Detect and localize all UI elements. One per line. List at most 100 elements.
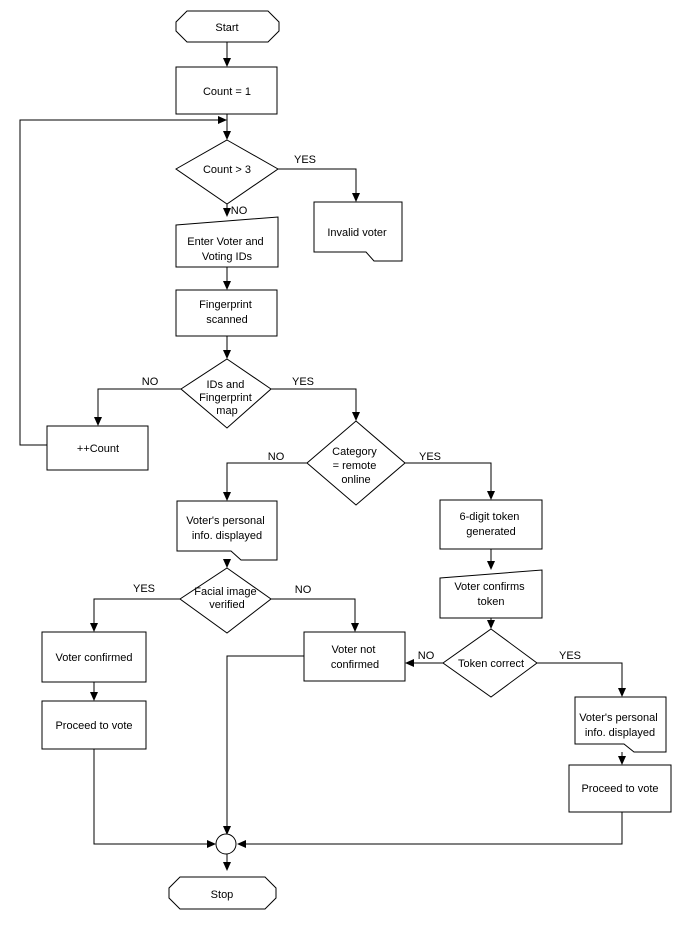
voter-not-confirmed-box: Voter not confirmed xyxy=(303,631,406,682)
arrowhead xyxy=(487,620,495,629)
branch-labels: YES NO NO YES NO YES YES NO NO YES xyxy=(133,154,581,662)
arrowhead xyxy=(618,756,626,765)
facial-yes-label: YES xyxy=(133,583,155,595)
voter-confirms-line-1: Voter confirms xyxy=(454,581,525,593)
personal-info-right-box: Voter's personal info. displayed xyxy=(574,696,667,753)
arrowhead xyxy=(223,559,231,568)
arrowhead xyxy=(223,350,231,359)
count-init-label: Count = 1 xyxy=(203,86,251,98)
arrowhead xyxy=(352,193,360,202)
arrowhead xyxy=(223,862,231,871)
count-init-box: Count = 1 xyxy=(175,66,278,115)
arrowhead xyxy=(237,840,246,848)
invalid-voter-box: Invalid voter xyxy=(313,201,403,262)
arrowhead xyxy=(223,492,231,501)
ids-map-label: IDs and Fingerprint map xyxy=(199,379,255,417)
proceed-left-box: Proceed to vote xyxy=(41,700,147,750)
arrowhead xyxy=(90,692,98,701)
arrowhead xyxy=(223,58,231,67)
personal-info-left-box: Voter's personal info. displayed xyxy=(176,500,278,561)
arrowhead xyxy=(94,417,102,426)
voter-confirms-box: Voter confirms token xyxy=(439,569,543,619)
facial-decision: Facial image verified xyxy=(179,567,272,634)
fingerprint-label: Fingerprint scanned xyxy=(199,299,255,326)
arrowhead xyxy=(223,208,231,217)
voter-not-confirmed-line-1: Voter not xyxy=(331,644,375,656)
edge-facial-yes xyxy=(93,598,180,626)
enter-ids-box: Enter Voter and Voting IDs xyxy=(175,216,279,268)
arrowhead xyxy=(223,281,231,290)
arrowhead xyxy=(223,826,231,835)
token-generated-line-1: 6-digit token xyxy=(460,511,520,523)
count-yes-label: YES xyxy=(294,154,316,166)
fingerprint-line-2: scanned xyxy=(206,314,248,326)
start-label: Start xyxy=(215,22,238,34)
edge-category-no xyxy=(226,462,307,496)
arrowhead xyxy=(405,659,414,667)
start-node: Start xyxy=(175,10,280,43)
category-line-1: Category xyxy=(332,446,377,458)
voter-confirms-label: Voter confirms token xyxy=(454,581,527,608)
proceed-right-box: Proceed to vote xyxy=(568,764,672,813)
arrowhead xyxy=(90,623,98,632)
edge-facial-no xyxy=(271,598,356,627)
arrowhead xyxy=(223,131,231,140)
category-label: Category = remote online xyxy=(332,446,380,486)
personal-info-left-label: Voter's personal info. displayed xyxy=(186,515,268,542)
edge-map-yes xyxy=(271,388,357,416)
increment-count-box: ++Count xyxy=(46,425,149,471)
voter-confirms-line-2: token xyxy=(478,596,505,608)
facial-line-2: verified xyxy=(209,599,244,611)
token-generated-line-2: generated xyxy=(466,526,516,538)
arrowhead xyxy=(618,688,626,697)
invalid-voter-label: Invalid voter xyxy=(327,227,387,239)
ids-map-line-1: IDs and xyxy=(207,379,245,391)
enter-ids-line-1: Enter Voter and xyxy=(187,236,263,248)
token-generated-box: 6-digit token generated xyxy=(439,499,543,550)
category-yes-label: YES xyxy=(419,451,441,463)
edge-token-yes xyxy=(537,662,623,691)
map-yes-label: YES xyxy=(292,376,314,388)
ids-map-line-3: map xyxy=(216,405,237,417)
proceed-left-label: Proceed to vote xyxy=(55,720,132,732)
voter-confirmed-label: Voter confirmed xyxy=(55,652,132,664)
token-correct-decision: Token correct xyxy=(442,628,538,698)
category-no-label: NO xyxy=(268,451,285,463)
facial-label: Facial image verified xyxy=(194,586,259,611)
category-line-2: = remote xyxy=(333,460,377,472)
count-check-label: Count > 3 xyxy=(203,164,251,176)
edge-count-yes xyxy=(278,168,357,196)
fingerprint-box: Fingerprint scanned xyxy=(175,289,278,337)
token-yes-label: YES xyxy=(559,650,581,662)
facial-line-1: Facial image xyxy=(194,586,256,598)
enter-ids-line-2: Voting IDs xyxy=(202,251,253,263)
stop-label: Stop xyxy=(211,889,234,901)
arrowhead xyxy=(352,412,360,421)
category-line-3: online xyxy=(341,474,370,486)
personal-info-right-line-1: Voter's personal xyxy=(579,712,658,724)
edge-not-confirmed-join xyxy=(226,655,304,829)
stop-node: Stop xyxy=(168,876,277,910)
voter-not-confirmed-line-2: confirmed xyxy=(331,659,379,671)
personal-info-right-line-2: info. displayed xyxy=(585,727,655,739)
voter-confirmed-box: Voter confirmed xyxy=(41,631,147,683)
personal-info-left-line-2: info. displayed xyxy=(192,530,262,542)
count-no-label: NO xyxy=(231,205,248,217)
token-no-label: NO xyxy=(418,650,435,662)
enter-ids-label: Enter Voter and Voting IDs xyxy=(187,236,267,263)
map-no-label: NO xyxy=(142,376,159,388)
token-generated-label: 6-digit token generated xyxy=(460,511,523,538)
arrowhead xyxy=(487,491,495,500)
fingerprint-line-1: Fingerprint xyxy=(199,299,252,311)
arrowhead xyxy=(351,623,359,632)
arrowhead xyxy=(487,561,495,570)
personal-info-left-line-1: Voter's personal xyxy=(186,515,265,527)
increment-count-label: ++Count xyxy=(77,443,119,455)
personal-info-right-label: Voter's personal info. displayed xyxy=(579,712,661,739)
voter-not-confirmed-label: Voter not confirmed xyxy=(331,644,379,671)
edge-proceed-right-join xyxy=(241,812,623,845)
edge-proceed-left-join xyxy=(93,749,210,845)
proceed-right-label: Proceed to vote xyxy=(581,783,658,795)
arrowhead xyxy=(218,116,227,124)
